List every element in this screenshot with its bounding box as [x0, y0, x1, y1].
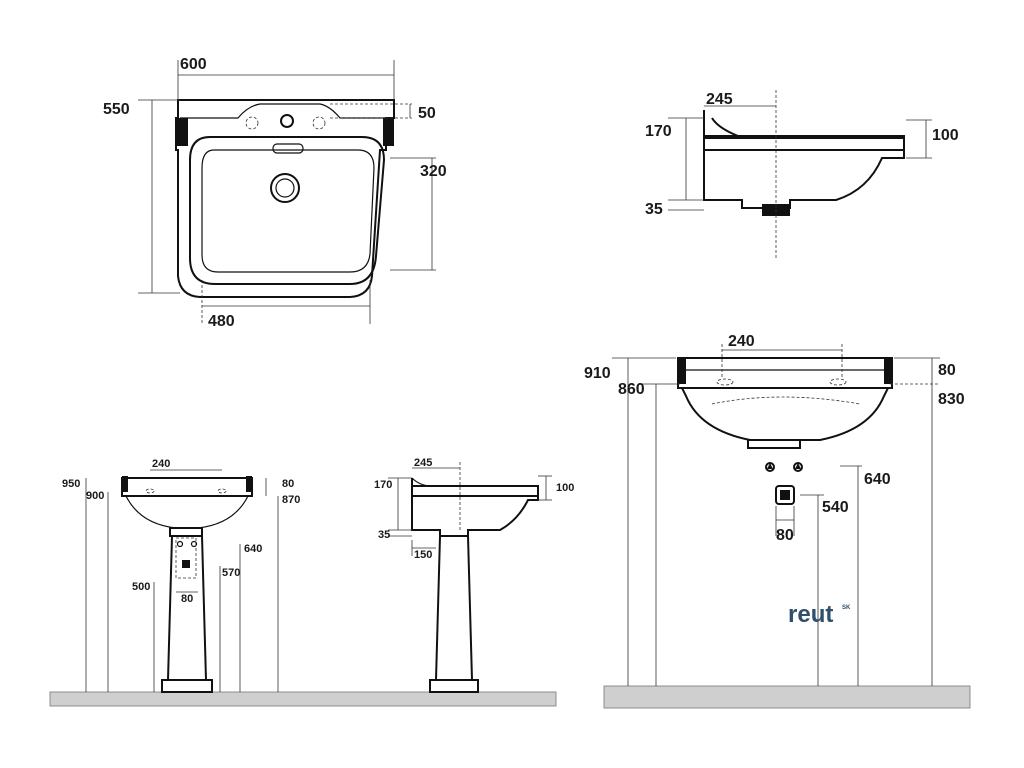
fp-drain-80: 80 [181, 593, 193, 605]
fp-h-900: 900 [86, 490, 104, 502]
sp-basin-outline [411, 478, 539, 537]
sp-dim-pedestal: 150 [414, 549, 432, 561]
wf-h-830: 830 [938, 391, 965, 408]
front-basin-bowl [125, 495, 249, 529]
wf-h-540: 540 [822, 499, 849, 516]
fp-h-500: 500 [132, 581, 150, 593]
dim-depth: 550 [103, 101, 130, 118]
front-pedestal-column [166, 535, 208, 681]
right-tab [383, 118, 394, 146]
overflow-slot [272, 143, 304, 154]
fp-h-950: 950 [62, 478, 80, 490]
left-tab [177, 118, 188, 146]
front-basin-rim [121, 477, 253, 497]
rear-deck [180, 103, 392, 119]
floor-left [49, 691, 557, 707]
side-view-top: 245 170 35 100 [645, 90, 959, 260]
top-view-outline [175, 99, 395, 298]
brand-mark: SK [842, 605, 851, 611]
sp-dim-depth: 245 [414, 457, 432, 469]
side-dim-height: 170 [645, 123, 672, 140]
inner-rim [189, 136, 386, 285]
wf-drain-80: 80 [776, 527, 794, 544]
wf-basin-bowl [680, 387, 890, 441]
wf-h-860: 860 [618, 381, 645, 398]
front-pedestal-base [161, 679, 213, 693]
tap-hole-left [245, 116, 259, 130]
top-view: 600 550 50 320 480 [103, 56, 447, 330]
tap-hole-right [312, 116, 326, 130]
front-pedestal-view: 240 950 900 80 870 640 570 500 80 [49, 458, 557, 707]
bowl [201, 149, 375, 273]
side-basin-outline [703, 122, 905, 209]
wf-basin-rim [677, 357, 893, 389]
brand-logo: reut [788, 601, 833, 628]
wf-tap-spacing: 240 [728, 333, 755, 350]
dim-bowl-depth: 320 [420, 163, 447, 180]
dim-bowl-width: 480 [208, 313, 235, 330]
side-dim-depth: 245 [706, 91, 733, 108]
drain-inner [275, 178, 295, 198]
floor-right [603, 685, 971, 709]
sp-dim-front: 100 [556, 482, 574, 494]
wf-h-910: 910 [584, 365, 611, 382]
fp-h-870: 870 [282, 494, 300, 506]
wall-front-view: 240 910 860 80 830 640 540 80 reut SK [584, 333, 971, 709]
sp-dim-outlet: 35 [378, 529, 390, 541]
sp-dim-height: 170 [374, 479, 392, 491]
tap-hole-center [280, 114, 294, 128]
sp-pedestal-base [429, 679, 479, 693]
drain-outer [270, 173, 300, 203]
sp-pedestal-column [434, 535, 474, 681]
dim-width: 600 [180, 56, 207, 73]
wf-h-640: 640 [864, 471, 891, 488]
side-backsplash [703, 110, 739, 137]
fp-tap-spacing: 240 [152, 458, 170, 470]
side-dim-outlet: 35 [645, 201, 663, 218]
side-rim [703, 135, 905, 151]
fp-h-570: 570 [222, 567, 240, 579]
side-dim-front: 100 [932, 127, 959, 144]
side-pedestal-view: 245 170 100 35 150 [374, 457, 574, 693]
fp-h-640: 640 [244, 543, 262, 555]
wf-drain-outlet [775, 485, 795, 505]
wf-rim-80: 80 [938, 362, 956, 379]
dim-rim: 50 [418, 105, 436, 122]
fp-rim-80: 80 [282, 478, 294, 490]
